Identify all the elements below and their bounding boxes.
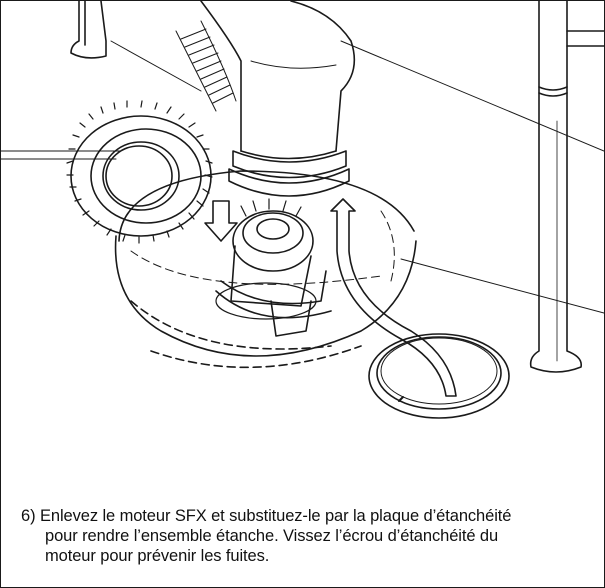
drain-hose [175,20,237,112]
instruction-line-3: moteur pour prévenir les fuites. [45,547,270,565]
right-post [529,1,604,373]
left-post [70,1,107,59]
sump-basin [114,170,417,369]
sfx-motor [215,198,332,337]
down-arrow-icon [204,200,238,242]
instruction-text: 6) Enlevez le moteur SFX et substituez-l… [21,506,596,566]
floor-lines [1,40,604,314]
sealing-nut [66,100,213,244]
step-number: 6) [21,507,36,525]
instruction-line-1: Enlevez le moteur SFX et substituez-le p… [39,507,512,525]
sealing-plate [368,333,510,419]
instruction-line-2: pour rendre l’ensemble étanche. Vissez l… [45,527,499,545]
installation-illustration [1,1,604,419]
pump-pipe [200,1,356,197]
up-arrow-icon [330,198,457,397]
